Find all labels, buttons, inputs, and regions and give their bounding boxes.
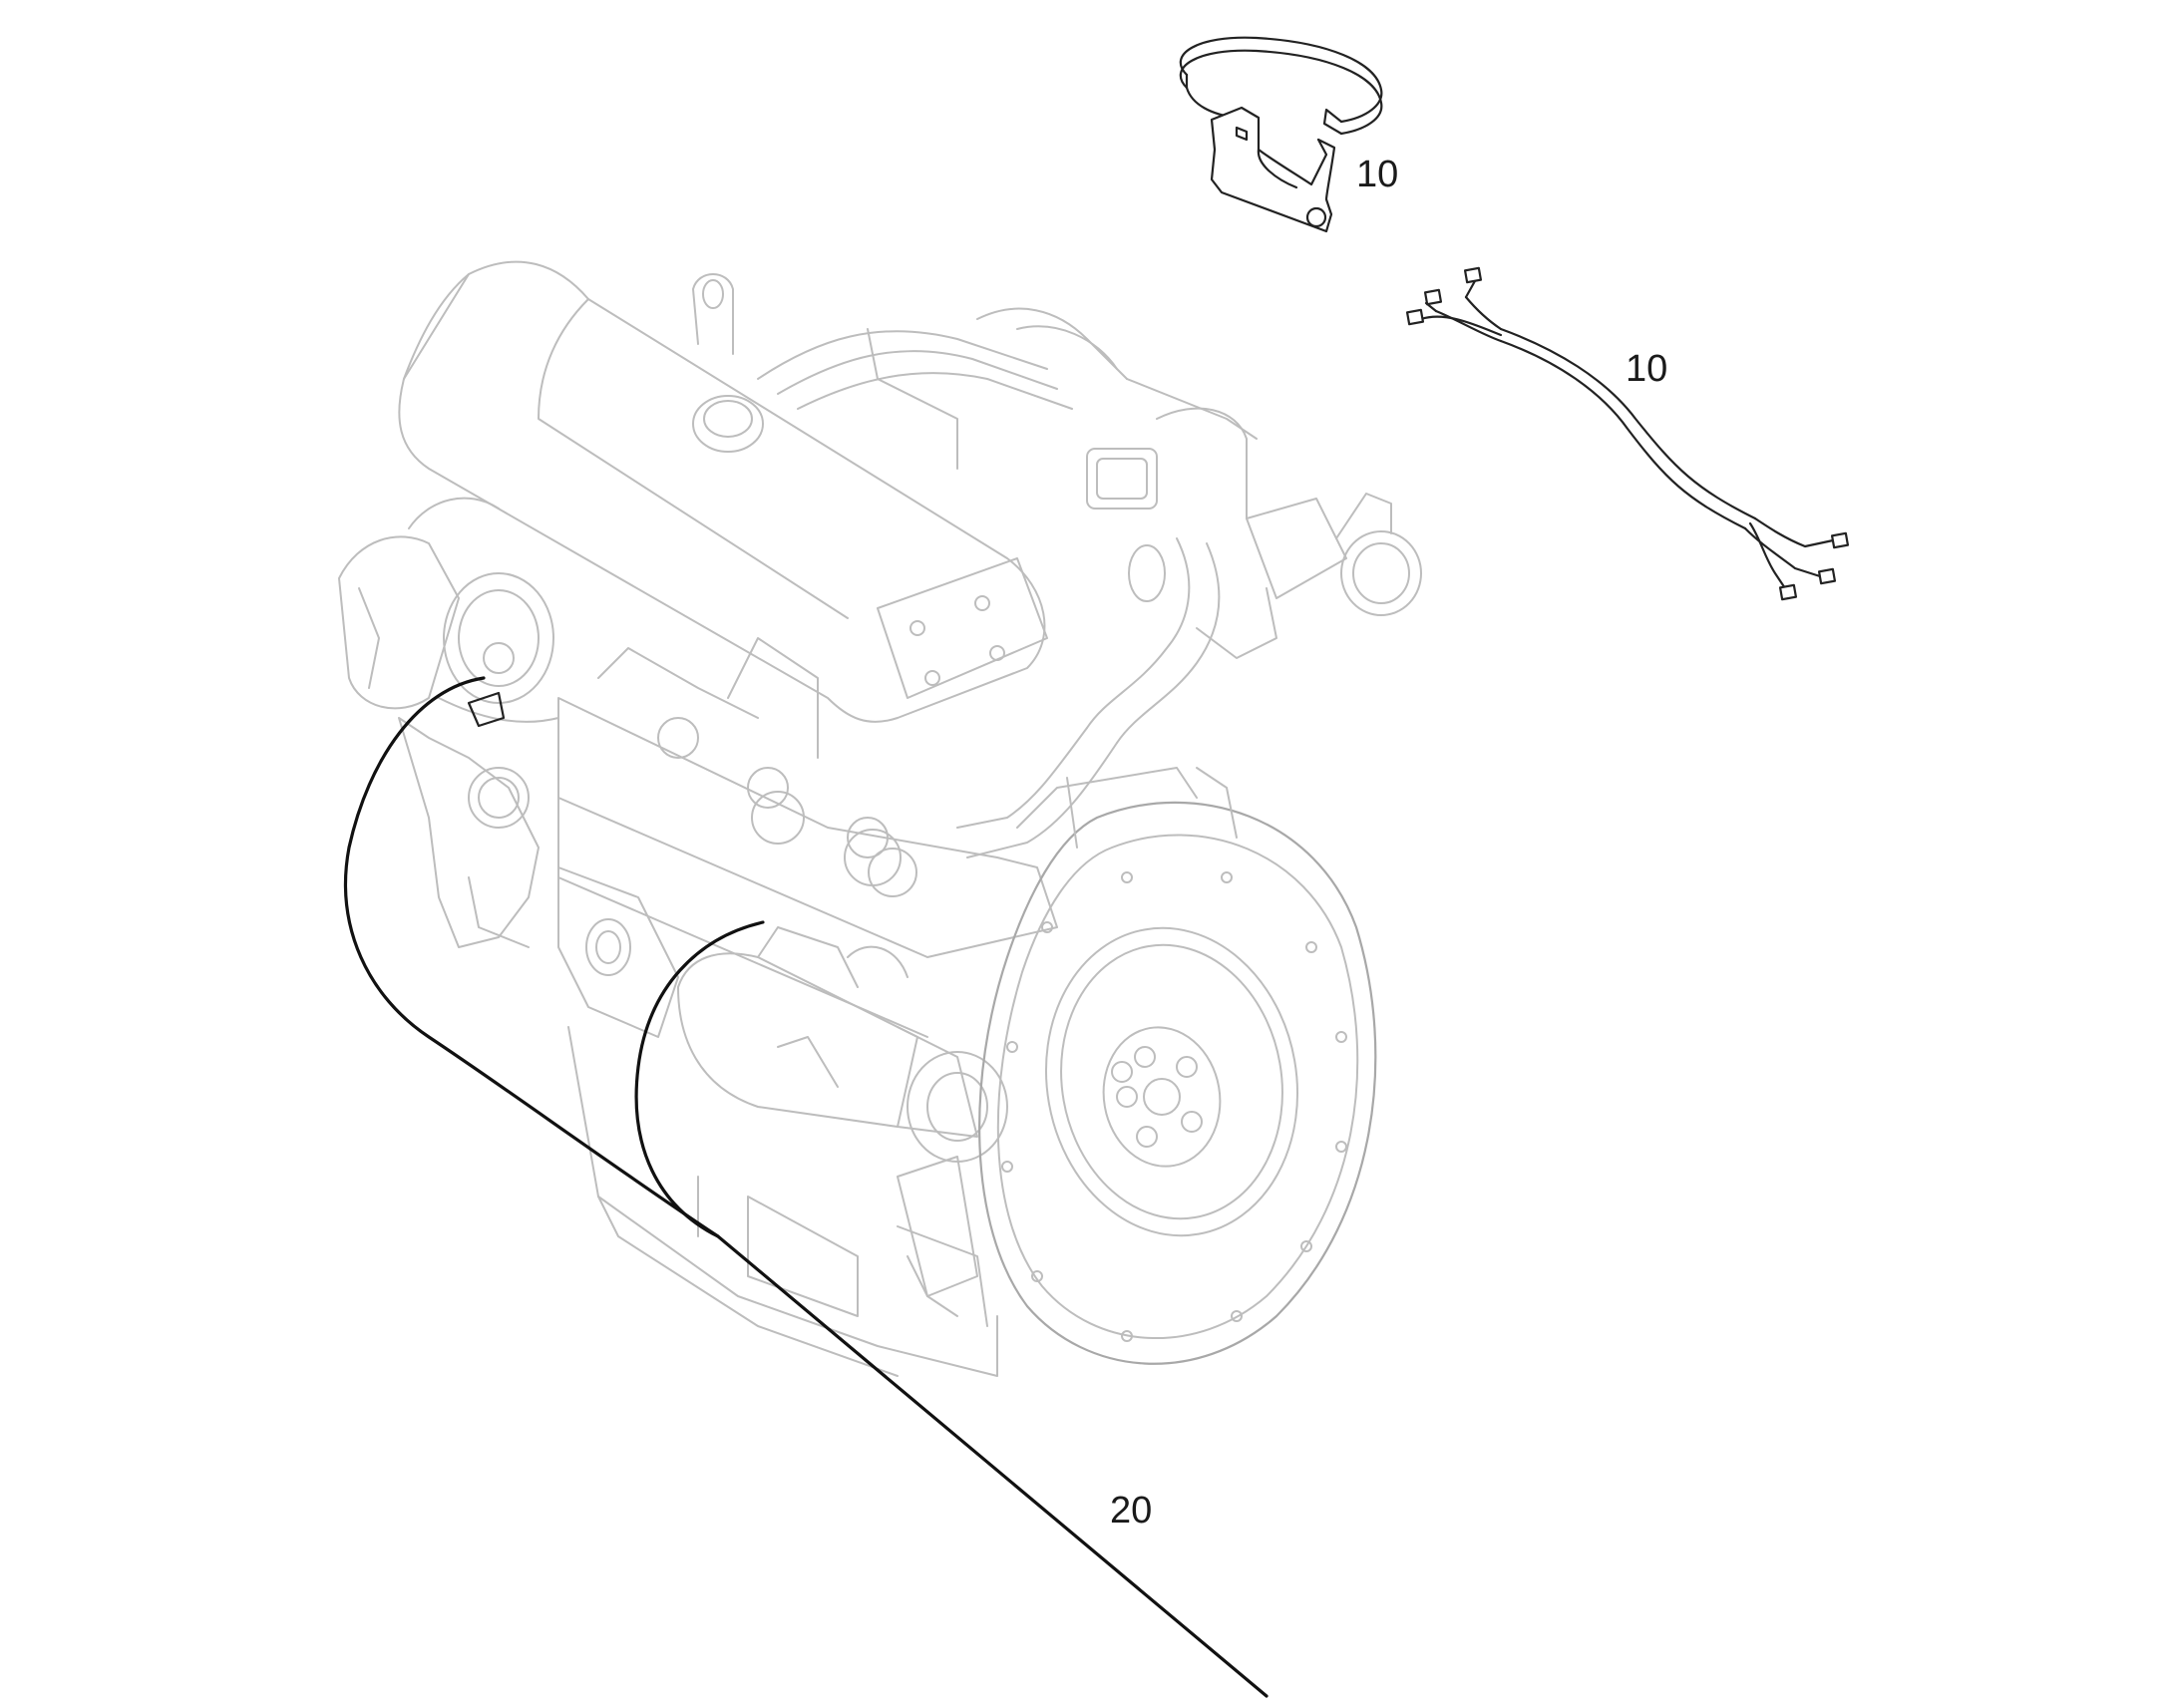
coolant-hose: [956, 537, 1221, 858]
timing-cover: [398, 717, 540, 948]
cylinder-block: [557, 637, 1058, 1038]
engine-assembly: [338, 260, 1422, 1377]
oil-pan: [567, 1026, 998, 1377]
alternator: [338, 497, 559, 723]
starter-motor: [677, 926, 1008, 1163]
rocker-cover: [398, 260, 1048, 723]
callout-label-wiring-run: 20: [1110, 1490, 1152, 1532]
wiring-run-leader-lower: [634, 920, 765, 1238]
injection-lines: [757, 307, 1258, 519]
wiring-harness: [1405, 266, 1850, 601]
wiring-run-leader-upper: [344, 676, 1269, 1698]
callout-label-clamp: 10: [1356, 154, 1398, 195]
flywheel: [897, 767, 1377, 1365]
thermostat-outlet: [1196, 493, 1422, 659]
filter-flange: [557, 866, 679, 1038]
lifting-eye: [692, 273, 734, 355]
callout-label-harness: 10: [1626, 348, 1667, 390]
wiring-run-leaders: [344, 676, 1269, 1698]
hose-clamp: [1179, 36, 1383, 233]
